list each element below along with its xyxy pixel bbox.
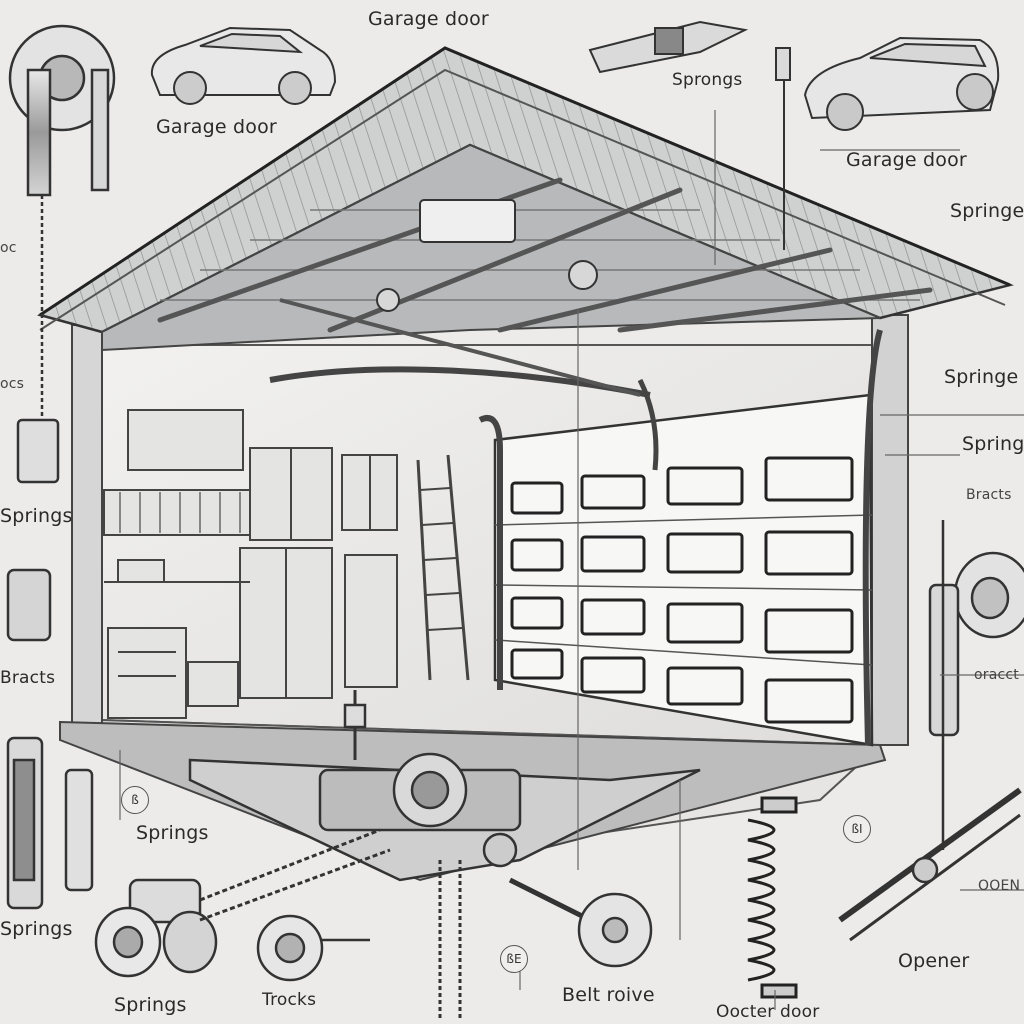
label-oc: oc: [0, 240, 17, 256]
label-bracts-right: Bracts: [966, 487, 1012, 503]
label-belt-roive: Belt roive: [562, 984, 655, 1006]
label-tracks: Trocks: [262, 990, 317, 1010]
label-springs-r2: Springe: [944, 366, 1019, 388]
label-springs-left-lower: Springs: [0, 918, 73, 940]
label-oracct: oracct: [974, 667, 1019, 683]
label-springs-r1: Springe: [950, 200, 1024, 222]
car-top-left: [150, 26, 337, 105]
roof: [37, 46, 1014, 352]
belt-drive: [94, 828, 391, 978]
label-opener: Opener: [898, 950, 970, 972]
callout-circle-bottom: ßE: [500, 945, 528, 973]
callout-circle-left: ß: [121, 786, 149, 814]
garage-door: [478, 329, 883, 747]
callout-circle-right: ßI: [843, 815, 871, 843]
label-ocs: ocs: [0, 376, 25, 392]
label-oocter-door: Oocter door: [716, 1002, 820, 1022]
left-parts: [6, 24, 116, 910]
leader-lines: [119, 110, 1024, 1010]
storage-area: [103, 409, 470, 719]
track-pulley: [256, 914, 370, 982]
label-garage-door-right: Garage door: [846, 149, 967, 171]
label-springs-bottom: Springs: [114, 994, 187, 1016]
car-top-right: [803, 36, 1000, 131]
floor-mechanism: [188, 690, 701, 1020]
label-ooen: OOEN: [978, 878, 1021, 894]
label-springs-left: Springs: [0, 505, 73, 527]
label-sprongs: Sprongs: [672, 70, 743, 90]
label-springs-r3: Springs: [962, 433, 1024, 455]
spring-tool-top: [588, 20, 791, 250]
right-parts: [838, 520, 1024, 942]
label-springs-mid-left: Springs: [136, 822, 209, 844]
label-bracts-left: Bracts: [0, 668, 56, 688]
coil-spring: [747, 796, 798, 999]
label-garage-door-left: Garage door: [156, 116, 277, 138]
label-garage-door-top: Garage door: [368, 8, 489, 30]
ceiling-opener: [269, 199, 651, 398]
